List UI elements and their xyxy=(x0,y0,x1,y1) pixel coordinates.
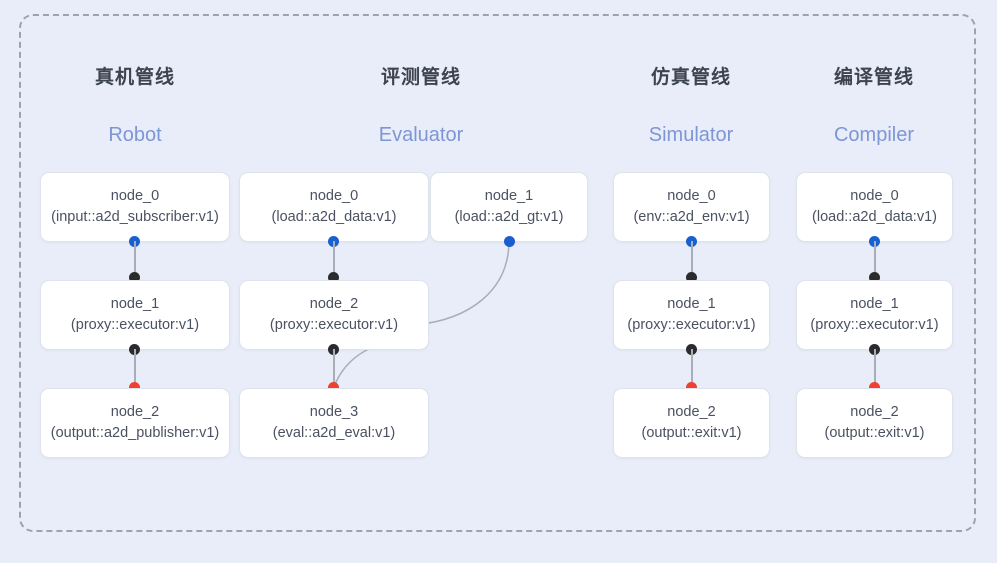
node-name: node_1 xyxy=(484,187,534,204)
connector-dot-output xyxy=(129,382,140,393)
connector-dot-output xyxy=(869,382,880,393)
node-spec: (proxy::executor:v1) xyxy=(627,317,756,333)
node-box[interactable]: node_2 (output::a2d_publisher:v1) xyxy=(40,388,230,458)
edge-segment xyxy=(134,241,136,283)
node-box[interactable]: node_1 (proxy::executor:v1) xyxy=(796,280,953,350)
node-box[interactable]: node_1 (proxy::executor:v1) xyxy=(613,280,770,350)
node-spec: (output::a2d_publisher:v1) xyxy=(50,425,220,441)
diagram-dashed-frame xyxy=(19,14,976,532)
column-subtitle-compiler: Compiler xyxy=(833,124,915,146)
column-title-robot: 真机管线 xyxy=(94,67,175,88)
node-name: node_2 xyxy=(110,403,160,420)
node-name: node_1 xyxy=(667,295,716,312)
connector-dot-proxy-in xyxy=(686,272,697,283)
node-name: node_1 xyxy=(110,295,160,312)
connector-dot-output xyxy=(328,382,339,393)
node-box[interactable]: node_2 (output::exit:v1) xyxy=(613,388,770,458)
node-box[interactable]: node_0 (load::a2d_data:v1) xyxy=(239,172,429,242)
node-spec: (output::exit:v1) xyxy=(824,425,925,441)
node-box[interactable]: node_3 (eval::a2d_eval:v1) xyxy=(239,388,429,458)
node-spec: (eval::a2d_eval:v1) xyxy=(272,425,396,441)
node-spec: (load::a2d_data:v1) xyxy=(271,209,397,225)
node-box[interactable]: node_1 (proxy::executor:v1) xyxy=(40,280,230,350)
node-name: node_0 xyxy=(667,187,716,204)
connector-dot-proxy-in xyxy=(328,272,339,283)
node-box[interactable]: node_0 (input::a2d_subscriber:v1) xyxy=(40,172,230,242)
node-spec: (env::a2d_env:v1) xyxy=(633,209,750,225)
column-title-simulator: 仿真管线 xyxy=(650,67,731,88)
node-spec: (load::a2d_data:v1) xyxy=(812,209,937,225)
edge-segment xyxy=(691,241,693,283)
node-spec: (proxy::executor:v1) xyxy=(810,317,939,333)
node-spec: (load::a2d_gt:v1) xyxy=(454,209,564,225)
node-box[interactable]: node_0 (env::a2d_env:v1) xyxy=(613,172,770,242)
connector-dot-proxy-in xyxy=(869,272,880,283)
node-box[interactable]: node_2 (output::exit:v1) xyxy=(796,388,953,458)
node-name: node_0 xyxy=(110,187,160,204)
node-spec: (input::a2d_subscriber:v1) xyxy=(51,209,219,225)
edge-segment xyxy=(691,349,693,389)
node-name: node_2 xyxy=(667,403,716,420)
node-name: node_0 xyxy=(309,187,359,204)
node-name: node_2 xyxy=(850,403,899,420)
edge-segment xyxy=(333,241,335,283)
connector-dot-output xyxy=(686,382,697,393)
node-name: node_3 xyxy=(309,403,359,420)
column-subtitle-robot: Robot xyxy=(108,124,162,146)
node-name: node_2 xyxy=(309,295,359,312)
column-subtitle-evaluator: Evaluator xyxy=(378,124,464,146)
node-name: node_0 xyxy=(850,187,899,204)
connector-dot-input xyxy=(504,236,515,247)
node-spec: (output::exit:v1) xyxy=(641,425,742,441)
node-box[interactable]: node_2 (proxy::executor:v1) xyxy=(239,280,429,350)
column-subtitle-simulator: Simulator xyxy=(648,124,734,146)
node-box[interactable]: node_0 (load::a2d_data:v1) xyxy=(796,172,953,242)
node-spec: (proxy::executor:v1) xyxy=(269,317,399,333)
node-box[interactable]: node_1 (load::a2d_gt:v1) xyxy=(430,172,588,242)
edge-segment xyxy=(874,349,876,389)
column-title-compiler: 编译管线 xyxy=(833,67,914,88)
node-spec: (proxy::executor:v1) xyxy=(70,317,200,333)
connector-dot-proxy-in xyxy=(129,272,140,283)
node-name: node_1 xyxy=(850,295,899,312)
edge-segment xyxy=(333,349,335,389)
column-title-evaluator: 评测管线 xyxy=(380,67,461,88)
edge-segment xyxy=(134,349,136,389)
edge-segment xyxy=(874,241,876,283)
